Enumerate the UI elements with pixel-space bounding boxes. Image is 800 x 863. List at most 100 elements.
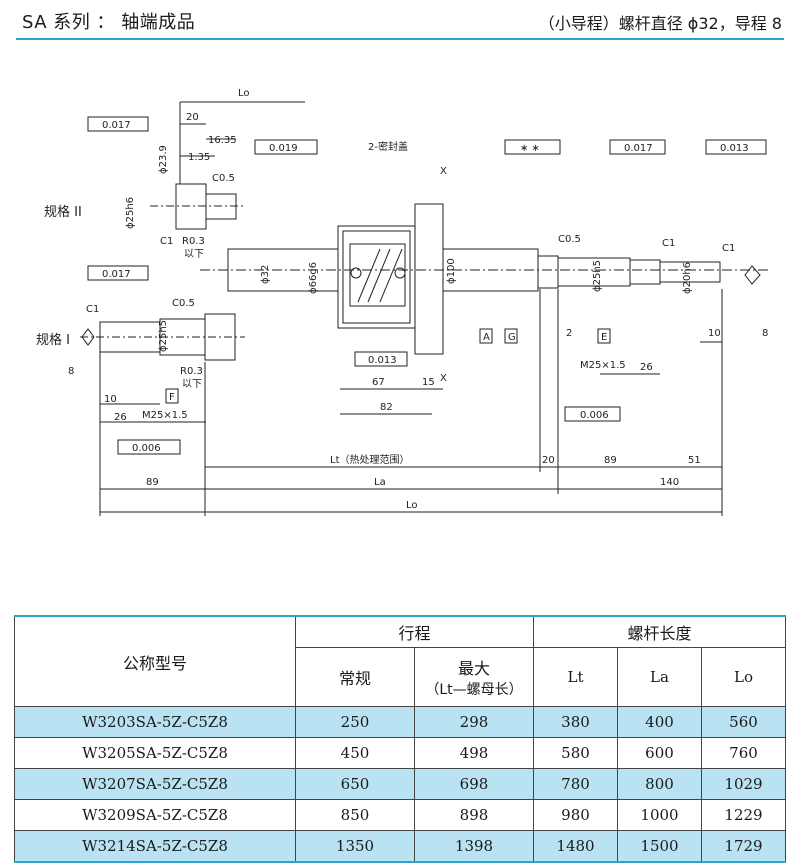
cell-lo: 560 [701,706,786,738]
cell-lt: 780 [533,768,618,800]
cell-normal: 1350 [295,830,415,863]
page-title: SA 系列 ： 轴端成品 [22,12,196,33]
cell-lt: 980 [533,799,618,831]
dim-82: 82 [380,402,393,413]
tol-value-4: 0.017 [624,143,653,154]
col-la-header: La [617,647,702,707]
cell-la: 1500 [617,830,702,863]
dim-c0-5-mid: C0.5 [172,298,195,309]
dim-51: 51 [688,455,701,466]
table-row: W3209SA-5Z-C5Z8 850 898 980 1000 1229 [14,799,786,831]
tol-value-8: 0.006 [580,410,609,421]
tol-value-6: 0.017 [102,269,131,280]
col-model-header: 公称型号 [14,615,296,707]
tol-value-2: 0.019 [269,143,298,154]
dim-67: 67 [372,377,385,388]
cell-lt: 1480 [533,830,618,863]
dim-below-top: 以下 [184,249,204,260]
dim-89-right: 89 [604,455,617,466]
spec1-label: 规格 I [36,332,70,348]
cell-max: 898 [414,799,534,831]
cell-model: W3209SA-5Z-C5Z8 [14,799,296,831]
dim-below-bottom: 以下 [182,379,202,390]
cell-lo: 1229 [701,799,786,831]
dim-20-lower: 20 [542,455,555,466]
dim-140: 140 [660,477,679,488]
dim-lo-top: Lo [238,88,250,99]
section-x-bottom: X [440,373,447,384]
dim-phi23-9: ϕ23.9 [158,145,169,174]
page-subtitle: （小导程）螺杆直径 ϕ32，导程 8 [538,14,782,33]
dim-phi32: ϕ32 [260,265,271,284]
col-lo-header: Lo [701,647,786,707]
tol-value-3: ∗ ∗ [520,143,540,154]
cell-la: 1000 [617,799,702,831]
dim-20: 20 [186,112,199,123]
datum-a: A [483,332,490,343]
datum-f: F [169,392,175,403]
dim-r0-3-top: R0.3 [182,236,205,247]
dim-m25-left: M25×1.5 [142,410,188,421]
dim-c1-right: C1 [662,238,675,249]
dim-phi66g6: ϕ66g6 [308,262,319,294]
seal-label: 2-密封盖 [368,140,408,153]
dim-26-right: 26 [640,362,653,373]
cell-la: 600 [617,737,702,769]
cell-model: W3207SA-5Z-C5Z8 [14,768,296,800]
dim-16-35: 16.35 [208,135,237,146]
dim-phi25h5-right: ϕ25h5 [592,260,603,292]
dim-lo-bottom: Lo [406,500,418,511]
cell-lo: 1729 [701,830,786,863]
page-header: SA 系列 ： 轴端成品 （小导程）螺杆直径 ϕ32，导程 8 [0,0,800,40]
datum-e: E [601,332,607,343]
table-row: W3214SA-5Z-C5Z8 1350 1398 1480 1500 1729 [14,830,786,863]
spec2-label: 规格 II [44,204,82,220]
dim-2: 2 [566,328,572,339]
dim-r0-3-bottom: R0.3 [180,366,203,377]
dim-c1-left: C1 [86,304,99,315]
dim-c1-far: C1 [722,243,735,254]
dim-89-left: 89 [146,477,159,488]
col-max-label: 最大 [457,659,490,678]
cell-normal: 650 [295,768,415,800]
cell-max: 298 [414,706,534,738]
cell-la: 400 [617,706,702,738]
cell-model: W3203SA-5Z-C5Z8 [14,706,296,738]
dim-phi25h5: ϕ25h5 [158,320,169,352]
dim-1-35: 1.35 [188,152,210,163]
dim-m25-right: M25×1.5 [580,360,626,371]
col-length-header: 螺杆长度 [533,615,786,648]
tol-value-1: 0.017 [102,120,131,131]
table-row: W3205SA-5Z-C5Z8 450 498 580 600 760 [14,737,786,769]
cell-max: 498 [414,737,534,769]
tol-value-5: 0.013 [720,143,749,154]
col-stroke-header: 行程 [295,615,534,648]
cell-normal: 850 [295,799,415,831]
spec-table: 公称型号 行程 螺杆长度 常规 最大 （Lt—螺母长） Lt La Lo W32… [14,615,786,863]
dim-lt: Lt（热处理范围） [330,453,410,466]
section-x-top: X [440,166,447,177]
cell-la: 800 [617,768,702,800]
dim-26-left: 26 [114,412,127,423]
col-max-sublabel: （Lt—螺母长） [425,682,523,698]
dim-8-left: 8 [68,366,74,377]
cell-model: W3214SA-5Z-C5Z8 [14,830,296,863]
tol-value-9: 0.006 [132,443,161,454]
cell-lt: 380 [533,706,618,738]
datum-g: G [508,332,516,343]
table-row: W3203SA-5Z-C5Z8 250 298 380 400 560 [14,706,786,738]
dim-8-right: 8 [762,328,768,339]
dim-phi25h6: ϕ25h6 [125,197,136,229]
cell-normal: 450 [295,737,415,769]
technical-drawing: 规格 II 规格 I 2-密封盖 X X 0.017 0.019 ∗ ∗ 0.0… [36,88,770,516]
cell-max: 698 [414,768,534,800]
spec-table-wrapper: 公称型号 行程 螺杆长度 常规 最大 （Lt—螺母长） Lt La Lo W32… [14,615,786,863]
col-lt-header: Lt [533,647,618,707]
dim-10-right: 10 [708,328,721,339]
cell-normal: 250 [295,706,415,738]
dim-10-left: 10 [104,394,117,405]
dim-phi100: ϕ100 [446,258,457,284]
cell-model: W3205SA-5Z-C5Z8 [14,737,296,769]
cell-lt: 580 [533,737,618,769]
col-max-header: 最大 （Lt—螺母长） [414,647,534,707]
